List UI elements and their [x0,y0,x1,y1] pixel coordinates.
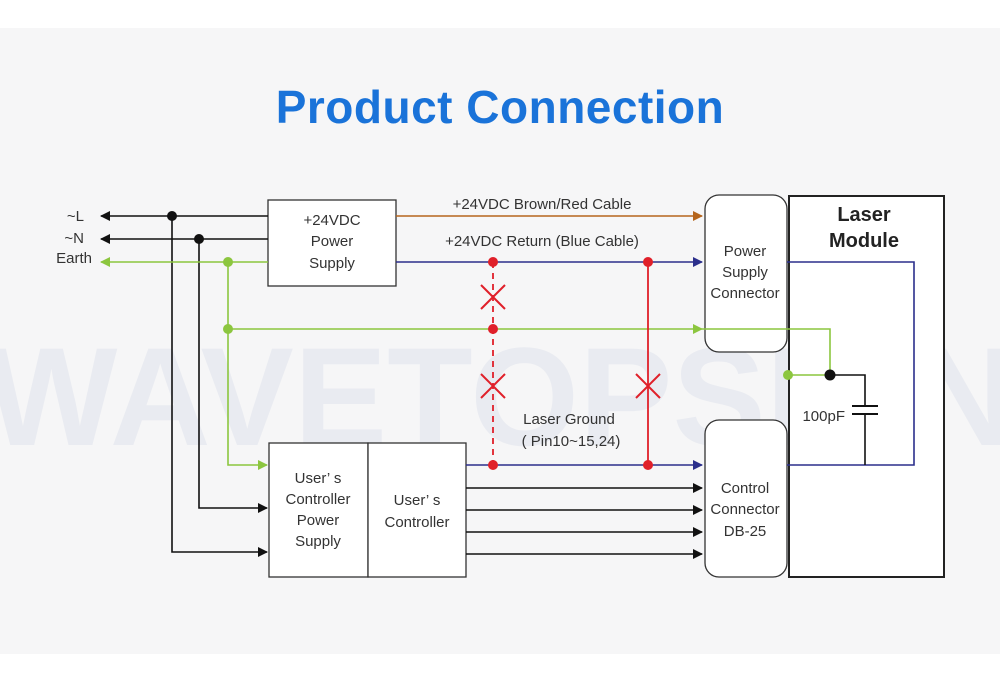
control-connector-box [704,419,788,578]
junction-dot [783,370,793,380]
red-junction-dots [488,257,653,470]
page-title: Product Connection [275,81,725,133]
control-connector-label: Connector [710,501,779,518]
power-connector-label: Power [724,243,767,260]
junction-dot [824,369,836,381]
power-connector-label: Supply [722,264,768,281]
capacitor-symbol [830,374,878,465]
power-supply-connector-box [704,194,788,353]
user-controller-box [367,442,467,578]
control-connector-label: Control [721,480,769,497]
controller-power-label: Power [297,512,340,529]
controller-power-label: User’ s [295,470,342,487]
laser-ground-pins-label: ( Pin10~15,24) [522,433,621,450]
line-label: ~L [67,208,84,225]
junction-dot [167,211,177,221]
power-supply-label: Supply [309,255,355,272]
blue-cable-label: +24VDC Return (Blue Cable) [445,233,639,250]
laser-ground-label: Laser Ground [523,411,615,428]
controller-power-supply-box [268,442,369,578]
control-connector-label: DB-25 [724,523,767,540]
power-connector-label: Connector [710,285,779,302]
controller-label: Controller [384,514,449,531]
brown-cable-label: +24VDC Brown/Red Cable [453,196,632,213]
laser-module-label: Module [829,230,899,252]
junction-dot [223,257,233,267]
power-supply-box [267,199,397,287]
capacitor-label: 100pF [802,408,845,425]
power-supply-label: Power [311,233,354,250]
mains-wires [100,211,268,557]
laser-module-box [788,195,945,578]
controller-label: User’ s [394,492,441,509]
power-supply-label: +24VDC [303,212,360,229]
earth-label: Earth [56,250,92,267]
cross-mark-icon [480,284,661,399]
neutral-label: ~N [64,230,84,247]
laser-module-label: Laser [837,204,891,226]
junction-dot [194,234,204,244]
controller-power-label: Controller [285,491,350,508]
controller-power-label: Supply [295,533,341,550]
junction-dot [223,324,233,334]
control-signal-wires [466,483,703,559]
